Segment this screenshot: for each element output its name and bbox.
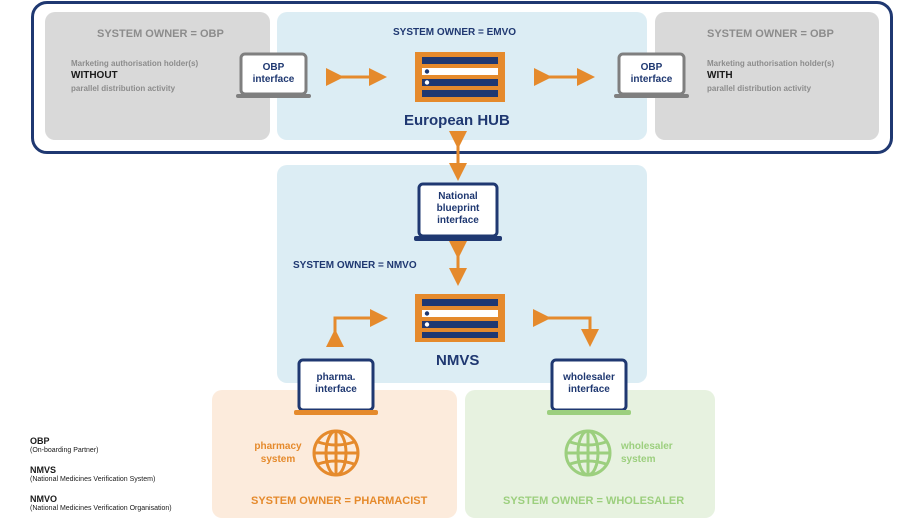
right-mah-text: Marketing authorisation holder(s) WITH p… [707, 59, 835, 93]
hub-server-icon [415, 52, 505, 102]
laptop-icon [236, 52, 311, 98]
nmvs-title: NMVS [436, 352, 480, 369]
legend-entry-nmvs: NMVS (National Medicines Verification Sy… [30, 465, 156, 483]
pharma-server-arrow-icon [326, 309, 388, 347]
left-owner-label: SYSTEM OWNER = OBP [97, 28, 224, 40]
laptop-icon [547, 358, 631, 415]
wholesaler-system-label: wholesaler system [621, 441, 673, 465]
european-hub-title: European HUB [404, 112, 510, 129]
nmvs-server-icon [415, 294, 505, 342]
national-blueprint-laptop-icon: National blueprint interface [414, 182, 502, 244]
wholesaler-globe-icon [564, 429, 612, 477]
wholesaler-owner-label: SYSTEM OWNER = WHOLESALER [503, 495, 685, 507]
laptop-icon [294, 358, 378, 415]
legend: OBP (On-boarding Partner) NMVS (National… [30, 436, 210, 514]
nmvo-owner-label: SYSTEM OWNER = NMVO [293, 260, 417, 271]
left-obp-panel [45, 12, 270, 140]
pharmacist-owner-label: SYSTEM OWNER = PHARMACIST [251, 495, 428, 507]
wholesaler-laptop-icon: wholesaler interface [547, 358, 631, 418]
right-obp-panel [655, 12, 879, 140]
wholesaler-server-arrow-icon [533, 309, 599, 347]
pharma-laptop-icon: pharma. interface [294, 358, 378, 418]
right-owner-label: SYSTEM OWNER = OBP [707, 28, 834, 40]
left-mah-text: Marketing authorisation holder(s) WITHOU… [71, 59, 199, 93]
laptop-icon [414, 182, 502, 241]
legend-entry-obp: OBP (On-boarding Partner) [30, 436, 99, 454]
right-obp-laptop-icon: OBP interface [614, 52, 689, 102]
pharmacy-system-label: pharmacy system [254, 441, 302, 465]
emvo-owner-label: SYSTEM OWNER = EMVO [393, 27, 517, 38]
pharmacy-globe-icon [312, 429, 360, 477]
left-obp-laptop-icon: OBP interface [236, 52, 311, 102]
legend-entry-nmvo: NMVO (National Medicines Verification Or… [30, 494, 172, 512]
laptop-icon [614, 52, 689, 98]
